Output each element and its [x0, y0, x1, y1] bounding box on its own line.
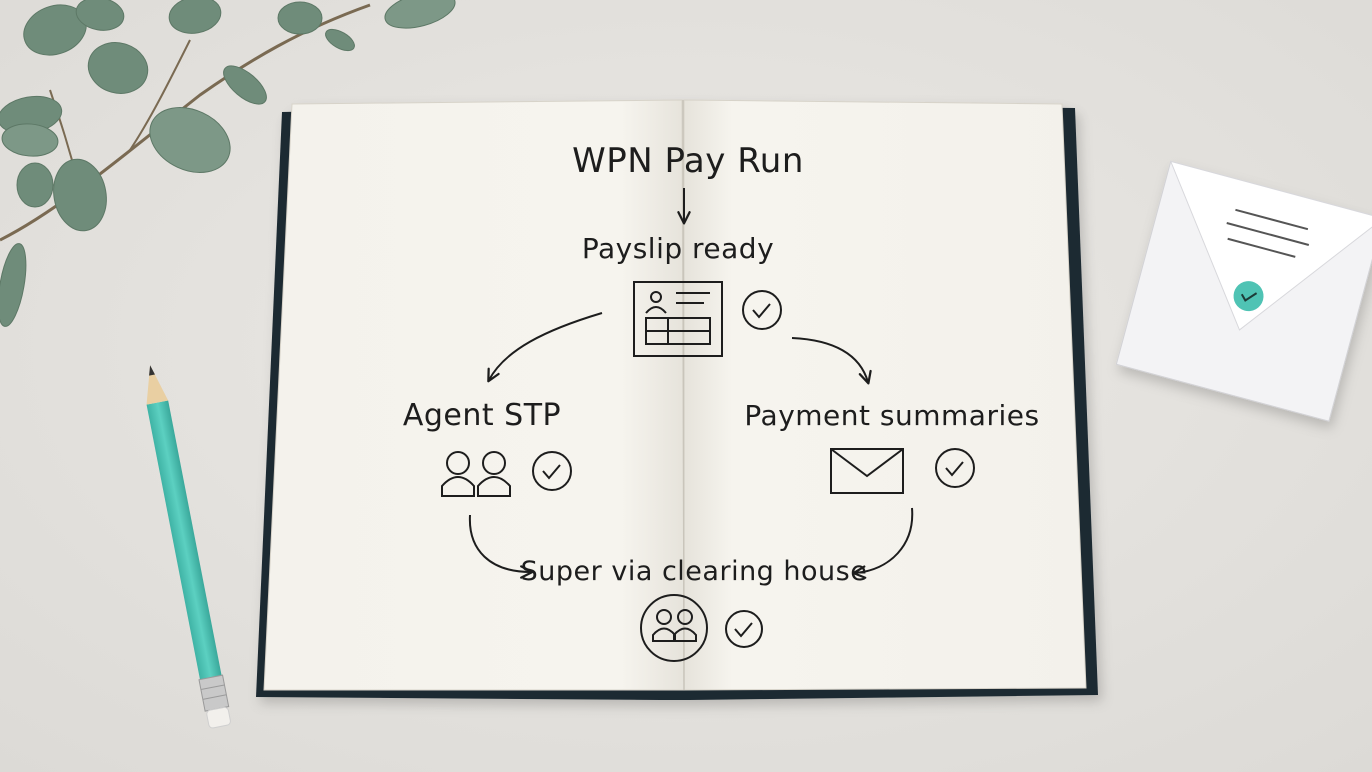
check-badge-icon: [1233, 281, 1264, 312]
mail-icon: [830, 448, 904, 494]
envelope-card-decoration: [1115, 160, 1372, 422]
check-circle-icon: [532, 451, 572, 491]
check-circle-icon: [725, 610, 763, 648]
arrow-agent-stp-to-super: [468, 514, 534, 579]
leaf-branch-decoration: [0, 0, 456, 327]
payslip-document-icon: [633, 281, 723, 357]
arrow-payment-summaries-to-super: [852, 507, 914, 579]
diagram-title: WPN Pay Run: [572, 141, 804, 181]
arrow-payslip-to-payment-summaries: [791, 337, 872, 385]
people-icon: [441, 451, 511, 497]
node-super-label: Super via clearing house: [521, 556, 868, 587]
super-fund-icon: [640, 594, 708, 662]
arrow-payslip-to-agent-stp: [487, 312, 603, 383]
node-payment-summaries-label: Payment summaries: [744, 399, 1039, 432]
check-circle-icon: [742, 290, 782, 330]
node-agent-stp-label: Agent STP: [403, 398, 561, 433]
pencil-decoration: [146, 365, 231, 729]
check-circle-icon: [935, 448, 975, 488]
notebook: [256, 99, 1098, 700]
node-payslip-label: Payslip ready: [582, 232, 774, 265]
